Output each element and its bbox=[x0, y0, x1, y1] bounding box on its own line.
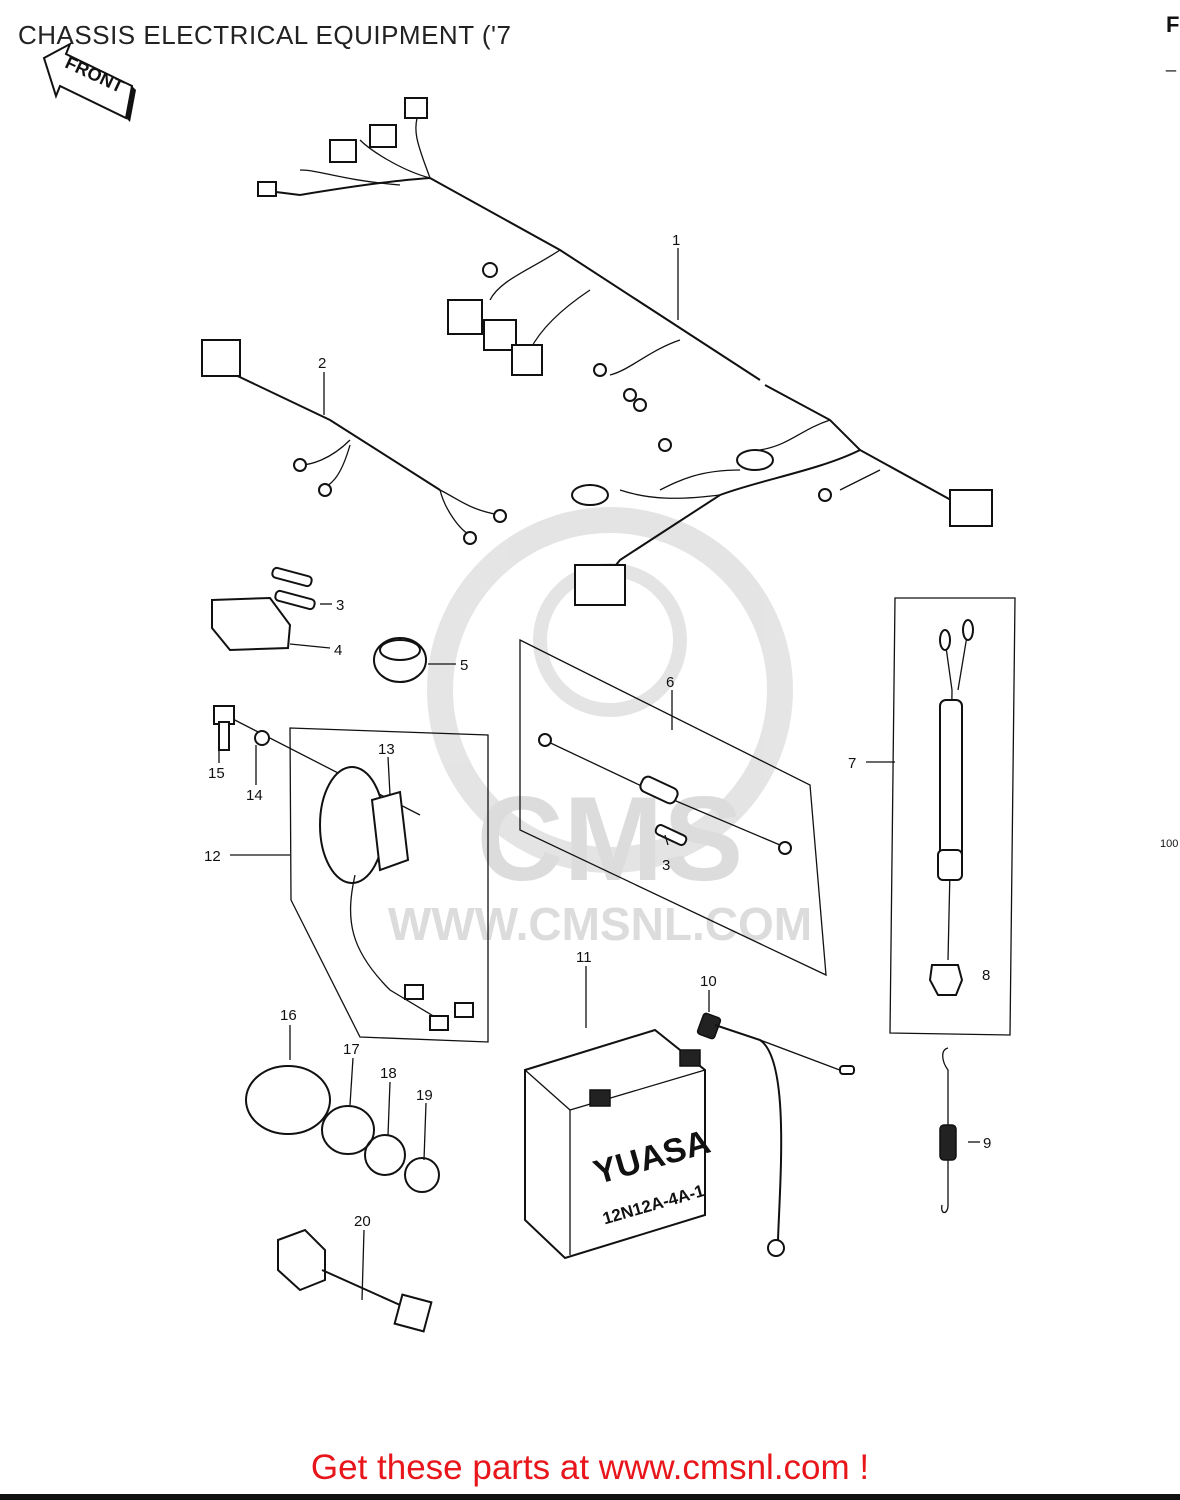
callout-label: 9 bbox=[983, 1135, 991, 1152]
fuse-box bbox=[211, 596, 292, 652]
callout-label: 7 bbox=[848, 755, 856, 772]
watermark: CMS WWW.CMSNL.COM bbox=[388, 507, 812, 950]
harness-connector bbox=[329, 139, 357, 163]
callout-label: 4 bbox=[334, 642, 342, 659]
callout-label: 18 bbox=[380, 1065, 397, 1082]
callout-label: 12 bbox=[204, 848, 221, 865]
callout-label: 3 bbox=[662, 857, 670, 874]
fuse-and-holder bbox=[211, 566, 427, 683]
callout-label: 17 bbox=[343, 1041, 360, 1058]
spring bbox=[939, 1047, 957, 1214]
callout-label: 1 bbox=[672, 232, 680, 249]
callout-label: 11 bbox=[576, 949, 592, 966]
leader-lines bbox=[218, 248, 980, 1301]
callout-label: 10 bbox=[700, 973, 717, 990]
callout-label: 2 bbox=[318, 355, 326, 372]
callout-label: 20 bbox=[354, 1213, 371, 1230]
side-code: 100 bbox=[1160, 838, 1179, 850]
clamps bbox=[245, 1065, 440, 1193]
fuse-lead-panel bbox=[519, 638, 827, 977]
callout-label: 15 bbox=[208, 765, 225, 782]
callout-label: 6 bbox=[666, 674, 674, 691]
sub-wiring-harness bbox=[201, 339, 507, 545]
callout-label: 8 bbox=[982, 967, 990, 984]
callout-label: 19 bbox=[416, 1087, 433, 1104]
harness-connector bbox=[369, 124, 397, 148]
clamp bbox=[245, 1065, 331, 1135]
grommet bbox=[928, 964, 964, 996]
parts-diagram: CMS WWW.CMSNL.COM FRONT bbox=[42, 41, 1016, 1333]
footer-link[interactable]: Get these parts at www.cmsnl.com ! bbox=[310, 1448, 870, 1487]
clamp bbox=[404, 1157, 440, 1193]
main-wiring-harness bbox=[257, 97, 993, 606]
watermark-ring bbox=[427, 507, 793, 873]
page-title: CHASSIS ELECTRICAL EQUIPMENT ('7 bbox=[18, 20, 512, 50]
harness-connector bbox=[447, 299, 483, 335]
callout-label: 13 bbox=[378, 741, 395, 758]
harness-connector bbox=[511, 344, 543, 376]
callouts: 1 2 3 4 5 6 3 7 8 9 10 11 12 13 14 15 16… bbox=[204, 232, 991, 1230]
harness-connector bbox=[483, 319, 517, 351]
battery: YUASA 12N12A-4A-1 bbox=[524, 1028, 714, 1260]
horn-assembly bbox=[213, 705, 489, 1043]
callout-label: 16 bbox=[280, 1007, 297, 1024]
watermark-logo: CMS bbox=[477, 772, 744, 906]
fuse bbox=[274, 589, 316, 611]
corner-letter: F bbox=[1166, 12, 1180, 37]
harness-connector bbox=[257, 181, 277, 197]
harness-connector bbox=[949, 489, 993, 527]
fuse bbox=[271, 566, 313, 588]
harness-connector bbox=[404, 97, 428, 119]
lead-assembly bbox=[889, 597, 1016, 1036]
watermark-url: WWW.CMSNL.COM bbox=[388, 898, 812, 950]
harness-connector bbox=[574, 564, 626, 606]
bottom-rule bbox=[0, 1494, 1180, 1500]
clamp bbox=[364, 1134, 406, 1176]
callout-label: 14 bbox=[246, 787, 263, 804]
front-arrow: FRONT bbox=[42, 41, 136, 122]
relay-lead bbox=[277, 1228, 433, 1333]
corner-dash: _ bbox=[1166, 52, 1177, 72]
battery-cable bbox=[696, 1012, 855, 1257]
sub-harness-connector bbox=[201, 339, 241, 377]
callout-label: 3 bbox=[336, 597, 344, 614]
callout-label: 5 bbox=[460, 657, 468, 674]
clamp bbox=[321, 1105, 375, 1155]
